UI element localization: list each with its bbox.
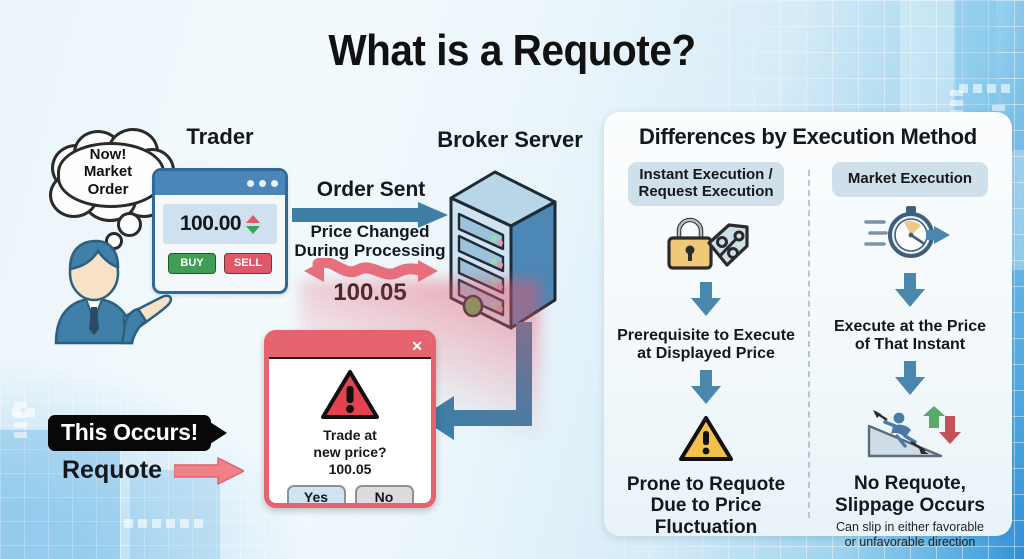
market-execution-result: No Requote, Slippage Occurs [835, 473, 985, 516]
column-divider [808, 170, 810, 518]
dialog-message: Trade at new price? [269, 427, 431, 460]
window-dot-icon [247, 179, 254, 187]
dialog-message-line-2: new price? [313, 443, 387, 460]
dialog-warning-icon-wrap [269, 369, 431, 421]
slipping-person-icon [855, 405, 965, 467]
window-dot-icon [271, 179, 278, 187]
result-line-2: Due to Price [650, 495, 762, 517]
description-line-2: at Displayed Price [637, 345, 775, 363]
window-dot-icon [259, 179, 266, 187]
result-line-2: Slippage Occurs [835, 494, 985, 516]
instant-execution-description: Prerequisite to Execute at Displayed Pri… [617, 327, 795, 364]
column-instant-execution: Instant Execution / Request Execution [604, 162, 808, 550]
trading-terminal-window[interactable]: 100.00 BUY SELL [152, 168, 288, 294]
broker-server-label: Broker Server [437, 127, 583, 152]
dialog-message-line-1: Trade at [323, 427, 377, 443]
column-market-execution: Market Execution [808, 162, 1012, 550]
panel-heading: Differences by Execution Method [639, 124, 977, 149]
pill-line-1: Instant Execution / [639, 166, 773, 183]
result-line-1: No Requote, [854, 472, 966, 494]
price-value: 100.00 [179, 212, 242, 235]
triangle-up-icon[interactable] [246, 214, 261, 223]
yes-button[interactable]: Yes [286, 485, 346, 503]
this-occurs-label: This Occurs! [48, 415, 211, 451]
down-arrow-icon [895, 360, 925, 400]
order-sent-label: Order Sent [316, 178, 426, 201]
background-dot-row [959, 80, 1015, 93]
price-changed-line-2: During Processing [294, 241, 446, 261]
window-titlebar [155, 171, 285, 195]
market-execution-pill: Market Execution [831, 162, 989, 197]
price-changed-label: Price Changed During Processing [290, 222, 450, 260]
order-buttons: BUY SELL [155, 253, 285, 274]
note-line-2: or unfavorable direction [844, 535, 976, 550]
price-field[interactable]: 100.00 [163, 204, 277, 244]
dialog-titlebar: ✕ [269, 335, 431, 359]
panel-columns: Instant Execution / Request Execution [604, 162, 1012, 550]
requote-dialog[interactable]: ✕ Trade at new price? 100.05 Yes No [264, 330, 436, 508]
cloud-tail-bubble [117, 212, 142, 237]
market-execution-description: Execute at the Price of That Instant [834, 318, 986, 355]
trader-label: Trader [186, 124, 254, 149]
arrow-right-icon [174, 456, 244, 485]
down-arrow-icon [691, 281, 721, 321]
close-icon[interactable]: ✕ [411, 338, 423, 354]
dialog-price: 100.05 [328, 461, 372, 478]
down-arrow-icon [691, 369, 721, 409]
trader-person-illustration [38, 225, 178, 345]
market-execution-note: Can slip in either favorable or unfavora… [836, 520, 984, 550]
thought-text: Now! Market Order [45, 128, 171, 216]
result-line-3: Fluctuation [654, 517, 758, 538]
requote-row: Requote [62, 456, 244, 485]
background-block [130, 470, 220, 559]
description-line-2: of That Instant [854, 336, 966, 354]
price-fluctuation-arrow-icon [288, 256, 454, 289]
execution-method-panel: Differences by Execution Method Instant … [604, 112, 1012, 549]
result-line-1: Prone to Requote [626, 473, 786, 495]
description-line-1: Execute at the Price [833, 317, 987, 335]
description-line-1: Prerequisite to Execute [617, 326, 795, 344]
warning-triangle-icon [321, 370, 379, 419]
page-title: What is a Requote? [328, 26, 696, 75]
this-occurs-callout: This Occurs! [48, 415, 227, 451]
price-changed-line-1: Price Changed [310, 222, 430, 241]
thought-line-2: Market [83, 163, 133, 181]
padlock-price-tag-icon [663, 215, 749, 276]
thought-line-1: Now! [89, 146, 127, 164]
background-block [900, 0, 954, 120]
callout-pointer-icon [210, 422, 227, 444]
thought-line-3: Order [87, 180, 129, 198]
note-line-1: Can slip in either favorable [836, 520, 984, 535]
background-dot-row [124, 515, 208, 528]
stopwatch-speed-icon [864, 204, 956, 267]
triangle-down-icon[interactable] [246, 225, 261, 234]
pill-line-1: Market Execution [847, 170, 973, 187]
buy-button[interactable]: BUY [168, 253, 216, 274]
background-block [0, 430, 120, 559]
instant-execution-result: Prone to Requote Due to Price Fluctuatio… [627, 474, 785, 539]
down-arrow-icon [895, 272, 925, 312]
thought-bubble: Now! Market Order [45, 128, 175, 250]
requote-label: Requote [62, 456, 162, 484]
price-stepper[interactable] [246, 214, 261, 234]
order-sent-arrow-icon [292, 202, 448, 233]
warning-triangle-icon [678, 415, 734, 468]
instant-execution-pill: Instant Execution / Request Execution [628, 162, 784, 206]
sell-button[interactable]: SELL [224, 253, 272, 274]
dialog-actions: Yes No [269, 485, 431, 503]
no-button[interactable]: No [354, 485, 414, 503]
background-dot-column [14, 402, 27, 442]
pill-line-2: Request Execution [638, 182, 774, 200]
